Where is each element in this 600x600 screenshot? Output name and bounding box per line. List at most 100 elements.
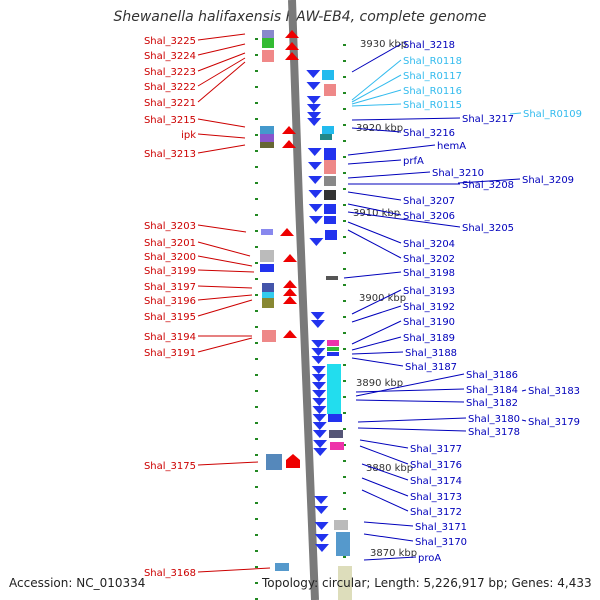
forward-strand-arrow: [280, 228, 294, 236]
tick-mark: [255, 278, 258, 280]
gene-label-right: Shal_3216: [403, 128, 455, 139]
gene-label-right: Shal_3182: [466, 398, 518, 409]
reverse-strand-arrow: [307, 118, 322, 126]
tick-mark: [255, 166, 258, 168]
reverse-strand-arrow: [314, 544, 329, 552]
gene-label-right: hemA: [437, 141, 466, 152]
tick-mark: [343, 348, 346, 350]
reverse-strand-arrow: [311, 374, 326, 382]
gene-label-right: Shal_R0117: [403, 71, 462, 82]
gene-block: [327, 347, 339, 351]
reverse-strand-arrow: [306, 82, 321, 90]
gene-label-left: Shal_3203: [144, 221, 196, 232]
tick-mark: [343, 332, 346, 334]
tick-mark: [255, 454, 258, 456]
gene-label-right: Shal_3184: [466, 385, 518, 396]
gene-label-right: Shal_3186: [466, 370, 518, 381]
gene-label-right: Shal_3174: [410, 476, 462, 487]
forward-strand-arrow: [283, 330, 297, 338]
gene-label-right: Shal_3188: [405, 348, 457, 359]
tick-mark: [255, 182, 258, 184]
leader-line: [355, 399, 465, 403]
gene-label-right: Shal_3176: [410, 460, 462, 471]
tick-mark: [343, 204, 346, 206]
gene-block: [324, 160, 336, 174]
tick-mark: [343, 188, 346, 190]
gene-label-left: Shal_3215: [144, 115, 196, 126]
kbp-marker: 3890 kbp: [356, 378, 403, 389]
gene-block: [327, 364, 341, 414]
leader-line: [197, 337, 253, 353]
reverse-strand-arrow: [311, 348, 326, 356]
tick-mark: [255, 486, 258, 488]
leader-line: [197, 224, 247, 233]
topology-label: Topology: circular; Length: 5,226,917 bp…: [262, 576, 592, 590]
gene-block: [334, 520, 348, 530]
tick-mark: [255, 246, 258, 248]
tick-mark: [343, 412, 346, 414]
tick-mark: [255, 230, 258, 232]
gene-block: [330, 442, 344, 450]
tick-mark: [343, 492, 346, 494]
forward-strand-arrow: [286, 454, 300, 468]
gene-label-right: Shal_3171: [415, 522, 467, 533]
gene-block: [324, 190, 336, 200]
tick-mark: [343, 428, 346, 430]
tick-mark: [343, 364, 346, 366]
right-gene-labels: Shal_3218Shal_R0118Shal_R0117Shal_R0116S…: [343, 40, 582, 564]
leader-line: [351, 117, 461, 121]
reverse-strand-arrow: [311, 356, 326, 364]
tick-mark: [255, 390, 258, 392]
gene-label-right: Shal_3192: [403, 302, 455, 313]
leader-line: [347, 171, 431, 179]
reverse-strand-arrow: [314, 534, 329, 542]
tick-mark: [343, 252, 346, 254]
gene-block: [327, 340, 339, 346]
leader-line: [197, 285, 253, 289]
tick-mark: [255, 150, 258, 152]
leader-line: [355, 388, 465, 393]
gene-block: [326, 276, 338, 280]
leader-line: [197, 144, 246, 154]
gene-label-right: Shal_3204: [403, 239, 455, 250]
tick-mark: [255, 374, 258, 376]
gene-block: [328, 414, 342, 422]
gene-block: [260, 250, 274, 262]
reverse-strand-arrow: [309, 238, 324, 246]
gene-label-left: Shal_3224: [144, 51, 196, 62]
forward-strand-arrow: [285, 42, 299, 50]
leader-line: [521, 389, 527, 392]
gene-label-left: Shal_3199: [144, 266, 196, 277]
tick-mark: [255, 294, 258, 296]
leader-line: [197, 118, 246, 128]
gene-label-right: Shal_3183: [528, 386, 580, 397]
gene-block: [322, 70, 334, 80]
tick-mark: [343, 172, 346, 174]
gene-block: [262, 283, 274, 293]
leader-line: [361, 477, 409, 497]
leader-line: [347, 229, 402, 259]
reverse-strand-arrow: [308, 176, 323, 184]
reverse-strand-arrow: [312, 414, 327, 422]
tick-mark: [343, 140, 346, 142]
gene-block: [324, 216, 336, 224]
reverse-strand-arrow: [314, 506, 329, 514]
gene-block: [262, 330, 276, 342]
gene-label-left: Shal_3223: [144, 67, 196, 78]
kbp-marker: 3920 kbp: [356, 123, 403, 134]
gene-label-right: Shal_3208: [462, 180, 514, 191]
forward-strand-arrow: [285, 52, 299, 60]
gene-label-right: Shal_R0115: [403, 100, 462, 111]
tick-mark: [343, 124, 346, 126]
gene-label-right: Shal_3173: [410, 492, 462, 503]
reverse-strand-arrow: [312, 422, 327, 430]
gene-block: [262, 38, 274, 48]
leader-line: [351, 320, 402, 345]
gene-block: [322, 126, 334, 134]
reverse-strand-arrow: [308, 216, 323, 224]
forward-strand-arrow: [283, 280, 297, 288]
reverse-strand-arrow: [314, 496, 329, 504]
gene-label-left: Shal_3196: [144, 296, 196, 307]
gene-label-right: Shal_3193: [403, 286, 455, 297]
tick-mark: [255, 422, 258, 424]
